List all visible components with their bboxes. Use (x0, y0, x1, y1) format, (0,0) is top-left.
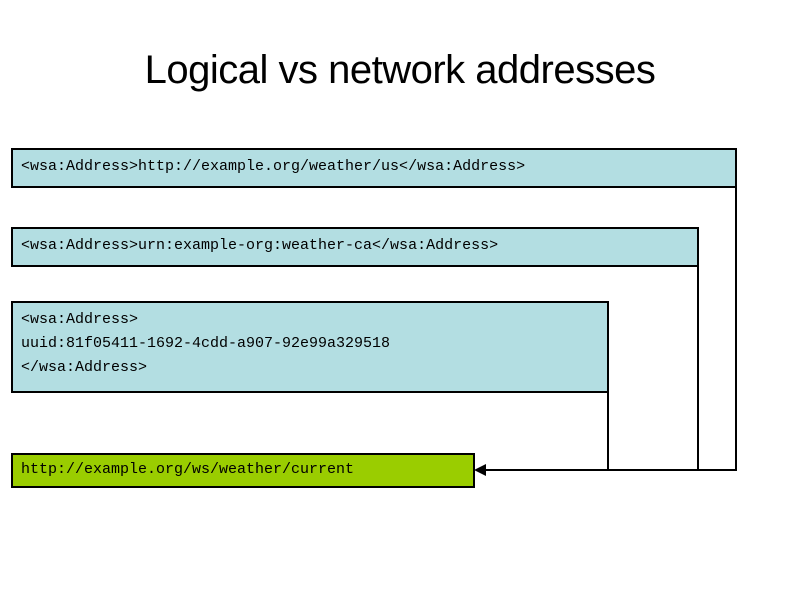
arrowhead-icon (474, 464, 486, 476)
logical-address-box-urn: <wsa:Address>urn:example-org:weather-ca<… (11, 227, 699, 267)
logical-address-box-http: <wsa:Address>http://example.org/weather/… (11, 148, 737, 188)
page-title: Logical vs network addresses (144, 48, 656, 92)
network-endpoint-box: http://example.org/ws/weather/current (11, 453, 475, 488)
logical-address-box-uuid: <wsa:Address> uuid:81f05411-1692-4cdd-a9… (11, 301, 609, 393)
